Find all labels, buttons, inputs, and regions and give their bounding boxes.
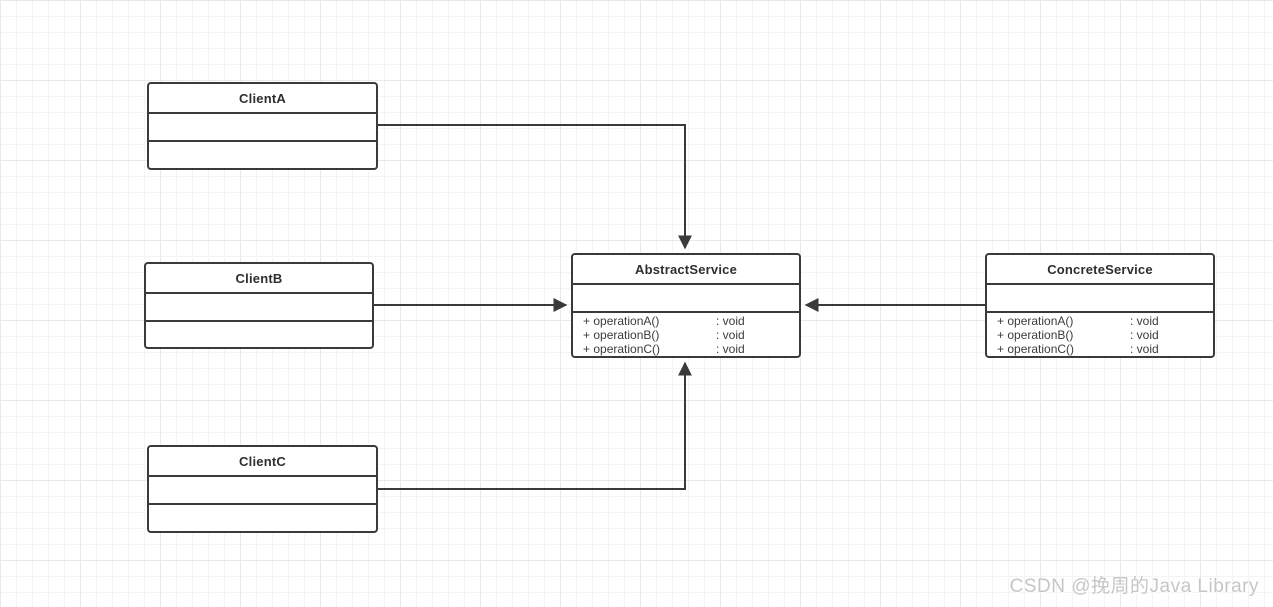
class-methods-clientc bbox=[149, 503, 376, 531]
arrow-clientc-to-abstractservice[interactable] bbox=[378, 361, 692, 490]
class-title-clienta: ClientA bbox=[239, 90, 286, 106]
class-box-abstractservice[interactable]: AbstractService + operationA() : void + … bbox=[571, 253, 801, 358]
method-signature: + operationB() bbox=[997, 328, 1074, 342]
class-attributes-abstractservice bbox=[573, 283, 799, 311]
method-row: + operationC() : void bbox=[573, 342, 799, 356]
class-title-concreteservice: ConcreteService bbox=[1047, 261, 1153, 277]
class-box-clienta[interactable]: ClientA bbox=[147, 82, 378, 170]
class-attributes-clientc bbox=[149, 475, 376, 503]
method-return-type: : void bbox=[716, 342, 745, 356]
class-box-clientb[interactable]: ClientB bbox=[144, 262, 374, 349]
method-return-type: : void bbox=[1130, 314, 1159, 328]
method-row: + operationB() : void bbox=[987, 328, 1213, 342]
method-signature: + operationC() bbox=[583, 342, 661, 356]
class-title-abstractservice: AbstractService bbox=[635, 261, 737, 277]
method-signature: + operationA() bbox=[583, 314, 660, 328]
method-row: + operationB() : void bbox=[573, 328, 799, 342]
class-title-clientb: ClientB bbox=[235, 270, 283, 286]
method-signature: + operationA() bbox=[997, 314, 1074, 328]
method-return-type: : void bbox=[1130, 342, 1159, 356]
method-row: + operationA() : void bbox=[987, 314, 1213, 328]
method-signature: + operationC() bbox=[997, 342, 1075, 356]
method-return-type: : void bbox=[716, 314, 745, 328]
method-return-type: : void bbox=[716, 328, 745, 342]
method-return-type: : void bbox=[1130, 328, 1159, 342]
class-title-clientc: ClientC bbox=[239, 453, 286, 469]
arrow-clienta-to-abstractservice[interactable] bbox=[378, 124, 692, 250]
class-methods-concreteservice: + operationA() : void + operationB() : v… bbox=[987, 311, 1213, 356]
method-row: + operationC() : void bbox=[987, 342, 1213, 356]
class-box-clientc[interactable]: ClientC bbox=[147, 445, 378, 533]
class-box-concreteservice[interactable]: ConcreteService + operationA() : void + … bbox=[985, 253, 1215, 358]
class-methods-clienta bbox=[149, 140, 376, 168]
class-methods-abstractservice: + operationA() : void + operationB() : v… bbox=[573, 311, 799, 356]
class-attributes-clienta bbox=[149, 112, 376, 140]
class-methods-clientb bbox=[146, 320, 372, 347]
method-signature: + operationB() bbox=[583, 328, 660, 342]
class-attributes-clientb bbox=[146, 292, 372, 320]
class-attributes-concreteservice bbox=[987, 283, 1213, 311]
csdn-watermark: CSDN @挽周的Java Library bbox=[1009, 576, 1259, 597]
method-row: + operationA() : void bbox=[573, 314, 799, 328]
